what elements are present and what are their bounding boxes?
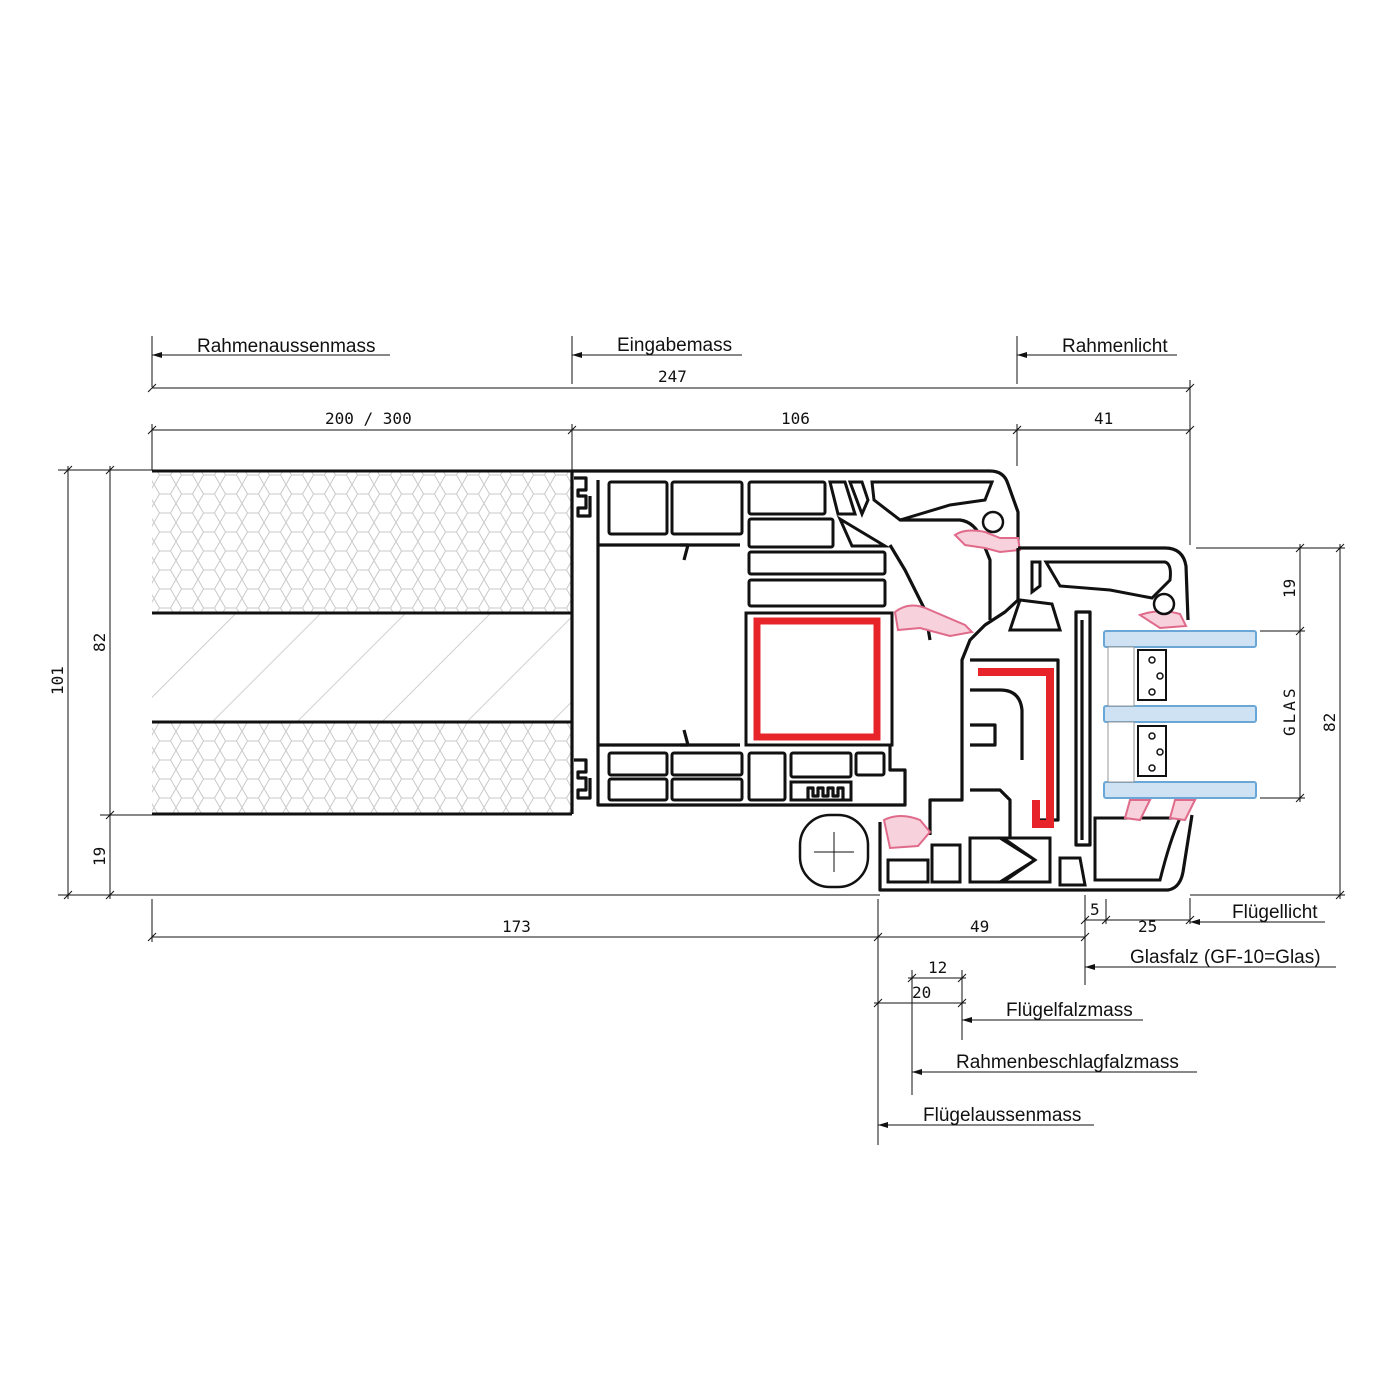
insulation-panel — [152, 469, 572, 816]
label-fluegelaussenmass: Flügelaussenmass — [923, 1105, 1081, 1126]
dim-20: 20 — [912, 983, 931, 1002]
left-dimension-group: 101 82 19 — [48, 465, 880, 900]
label-fluegellicht: Flügellicht — [1232, 902, 1318, 923]
dim-101: 101 — [48, 666, 67, 695]
dim-200-300: 200 / 300 — [325, 409, 412, 428]
bottom-dimension-group: 173 49 5 25 12 20 — [147, 895, 1195, 1145]
label-rahmenlicht: Rahmenlicht — [1062, 336, 1168, 357]
dim-82-right: 82 — [1320, 713, 1339, 732]
glass-unit — [1103, 630, 1257, 799]
dim-total-247: 247 — [658, 367, 687, 386]
dim-173: 173 — [502, 917, 531, 936]
top-label-group: Rahmenaussenmass Eingabemass Rahmenlicht — [151, 335, 1177, 387]
right-dimension-group: 19 GLAS 82 — [1190, 543, 1345, 900]
top-dimension-group: 247 200 / 300 106 41 — [147, 367, 1195, 545]
dim-5: 5 — [1090, 900, 1100, 919]
label-glas: GLAS — [1280, 685, 1299, 736]
dim-49: 49 — [970, 917, 989, 936]
steel-reinforcement-sash — [978, 668, 1054, 828]
label-eingabemass: Eingabemass — [617, 335, 732, 356]
sash-profile — [878, 546, 1197, 892]
dim-12: 12 — [928, 958, 947, 977]
label-glasfalz: Glasfalz (GF-10=Glas) — [1130, 947, 1321, 968]
dim-106: 106 — [781, 409, 810, 428]
dim-19-left: 19 — [90, 847, 109, 866]
bottom-label-group: Flügellicht Glasfalz (GF-10=Glas) Flügel… — [878, 902, 1336, 1128]
steel-reinforcement-frame — [753, 617, 881, 741]
label-rahmenbeschlagfalzmass: Rahmenbeschlagfalzmass — [956, 1052, 1179, 1073]
dim-41: 41 — [1094, 409, 1113, 428]
dim-82-left: 82 — [90, 633, 109, 652]
label-fluegelfalzmass: Flügelfalzmass — [1006, 1000, 1133, 1021]
dim-19-right: 19 — [1280, 579, 1299, 598]
frame-profile — [570, 469, 1022, 889]
label-rahmenaussenmass: Rahmenaussenmass — [197, 336, 375, 357]
dim-25: 25 — [1138, 917, 1157, 936]
